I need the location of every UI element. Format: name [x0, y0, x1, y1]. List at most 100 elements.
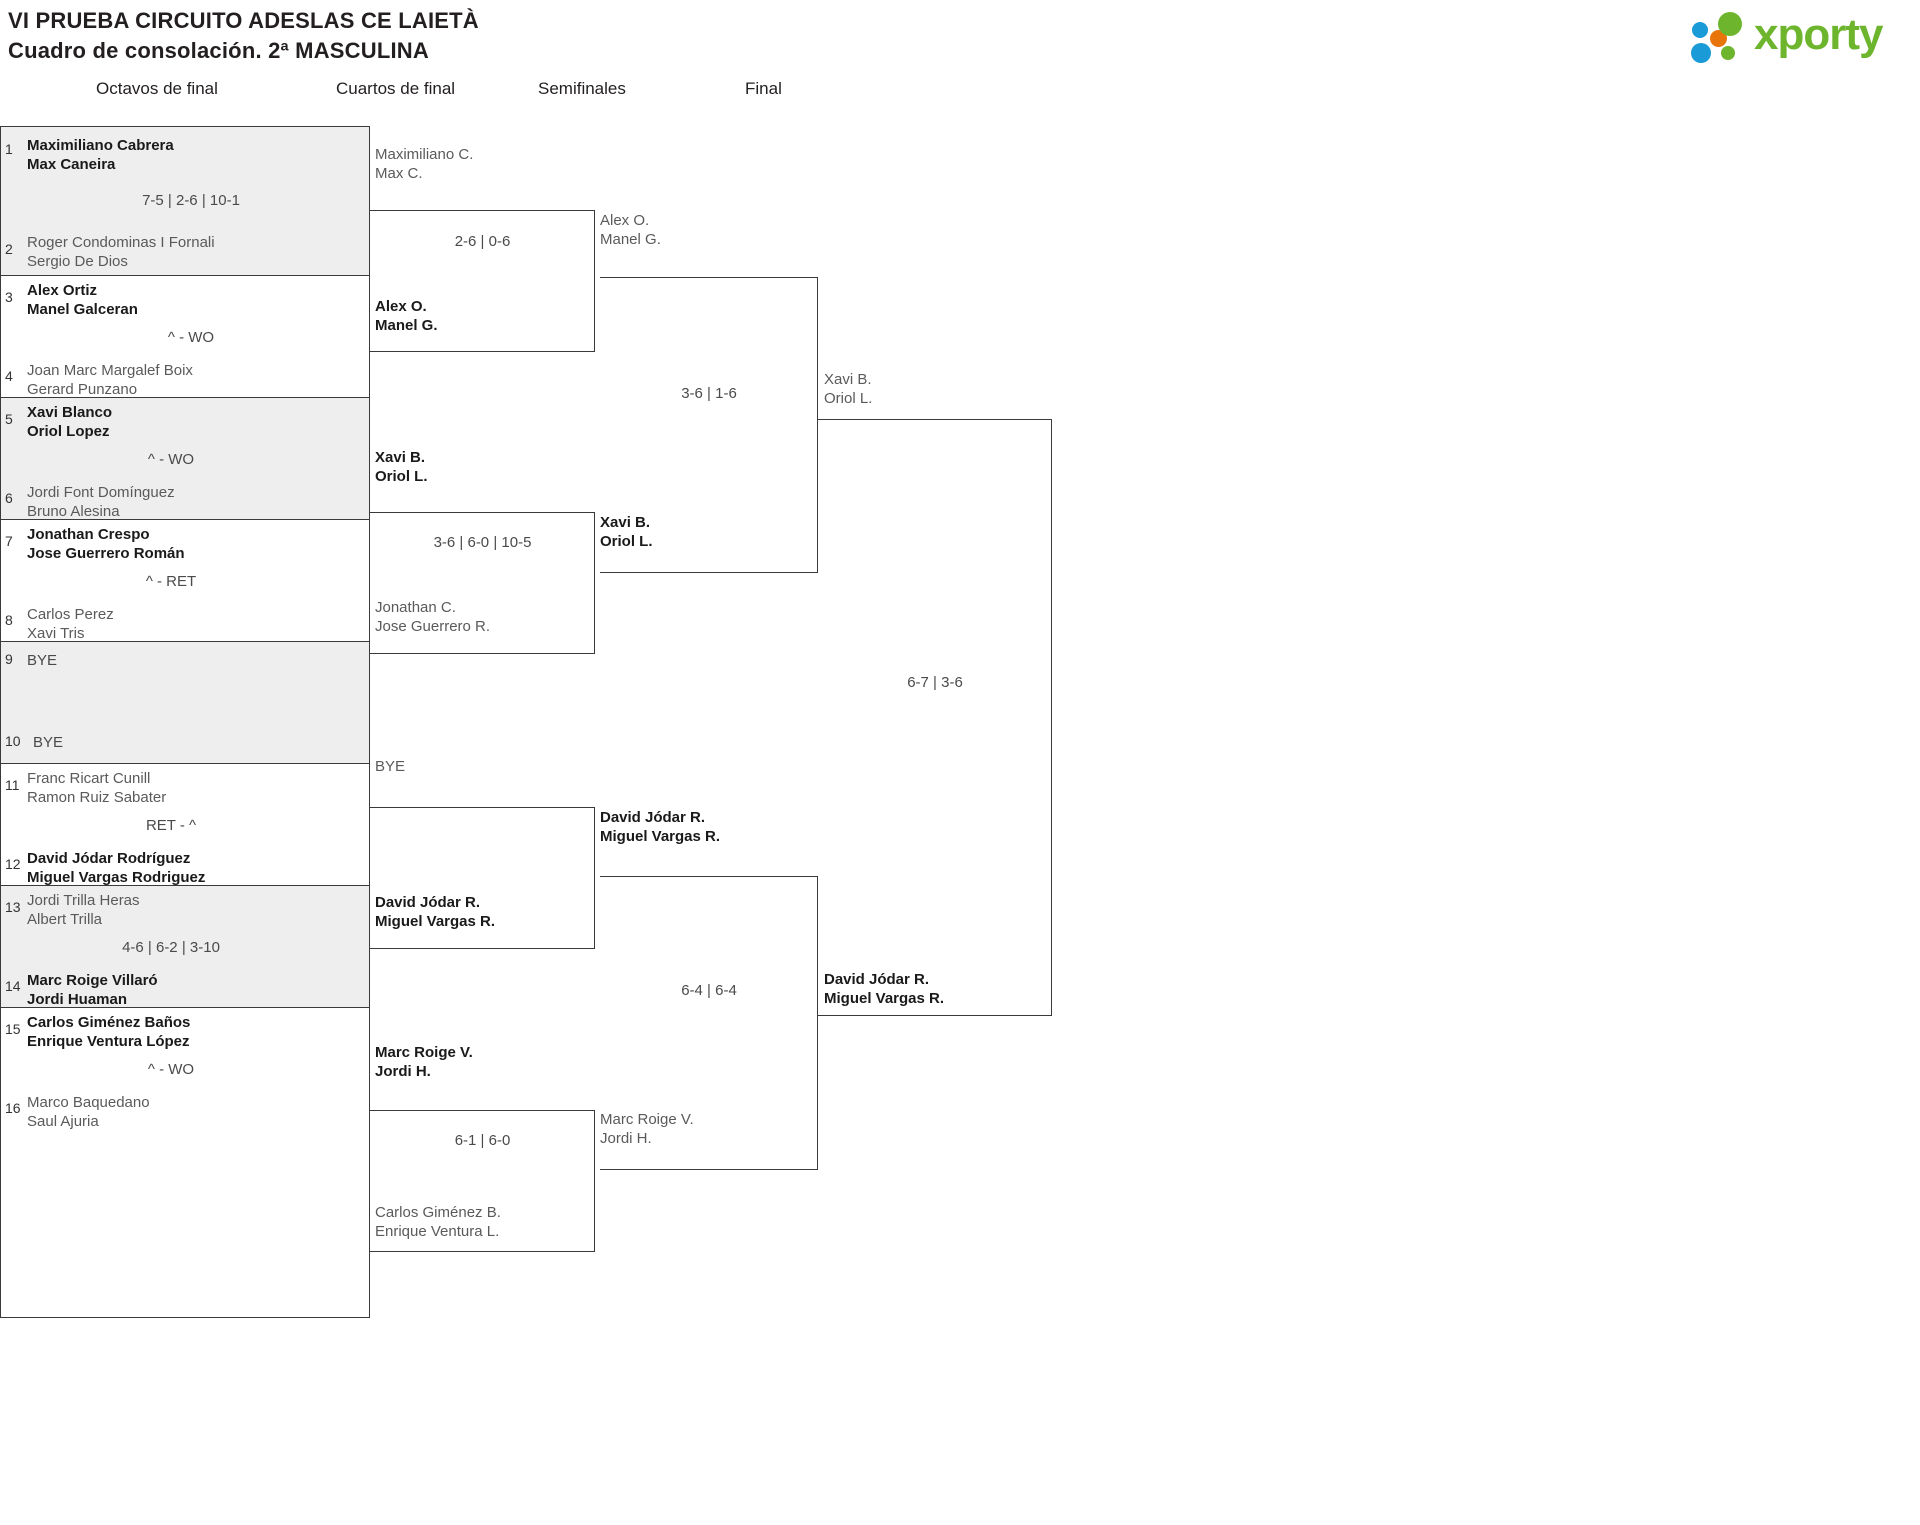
r16-team: Jordi Font Domínguez Bruno Alesina [27, 483, 363, 521]
qf-score-4: 6-1 | 6-0 [454, 1132, 511, 1149]
round-of-16-grid: 1 Maximiliano Cabrera Max Caneira 7-5 | … [0, 126, 370, 1318]
player-name: Carlos Giménez B. [375, 1204, 501, 1221]
sf-bracket-box-1 [600, 277, 818, 573]
player-name: Miguel Vargas R. [824, 990, 945, 1007]
player-name: Joan Marc Margalef Boix [27, 362, 193, 379]
logo-dot-orange [1710, 30, 1727, 47]
seed-number: 14 [5, 978, 21, 994]
seed-number: 5 [5, 411, 13, 427]
player-name: Xavi Tris [27, 625, 85, 642]
round-header-final: Final [745, 79, 782, 98]
player-name: Bruno Alesina [27, 503, 120, 520]
seed-number: 10 [5, 733, 21, 749]
bye-label: BYE [27, 652, 58, 669]
player-name: Marco Baquedano [27, 1094, 150, 1111]
seed-number: 6 [5, 490, 13, 506]
player-name: Xavi B. [824, 371, 872, 388]
qf-score-2: 3-6 | 6-0 | 10-5 [433, 534, 532, 551]
player-name: Manel G. [375, 317, 438, 334]
match-score: RET - ^ [145, 817, 197, 834]
seed-number: 11 [5, 777, 20, 793]
player-name: Manel G. [600, 231, 661, 248]
player-name: David Jódar R. [600, 809, 706, 826]
seed-number: 16 [5, 1100, 21, 1116]
player-name: Alex Ortiz [27, 282, 98, 299]
xporty-logo: xporty [1690, 8, 1910, 66]
qf-team-3: Xavi B. Oriol L. [375, 448, 428, 486]
player-name: Marc Roige Villaró [27, 972, 158, 989]
sf-bracket-box-2 [600, 876, 818, 1170]
qf-team-8: Carlos Giménez B. Enrique Ventura L. [375, 1203, 501, 1241]
player-name: Miguel Vargas R. [600, 828, 721, 845]
player-name: Xavi B. [600, 514, 651, 531]
logo-dot-green-large [1718, 12, 1742, 36]
r16-match-8[interactable]: 15 Carlos Giménez Baños Enrique Ventura … [1, 1007, 369, 1130]
r16-team: Xavi Blanco Oriol Lopez [27, 403, 363, 441]
r16-team: David Jódar Rodríguez Miguel Vargas Rodr… [27, 849, 363, 887]
r16-match-5[interactable]: 9 BYE 10 BYE [1, 641, 369, 763]
seed-number: 1 [5, 141, 13, 157]
qf-team-7: Marc Roige V. Jordi H. [375, 1043, 473, 1081]
sf-score-1: 3-6 | 1-6 [681, 385, 737, 402]
final-score: 6-7 | 3-6 [907, 674, 963, 691]
player-name: Jordi Trilla Heras [27, 892, 140, 909]
player-name: Oriol L. [375, 468, 428, 485]
qf-team-6: David Jódar R. Miguel Vargas R. [375, 893, 495, 931]
r16-match-2[interactable]: 3 Alex Ortiz Manel Galceran ^ - WO 4 Joa… [1, 275, 369, 398]
r16-match-4[interactable]: 7 Jonathan Crespo Jose Guerrero Román ^ … [1, 519, 369, 643]
qf-bracket-box-1 [370, 210, 595, 352]
qf-bracket-box-3 [370, 807, 595, 949]
qf-bracket-box-2 [370, 512, 595, 654]
r16-team: Carlos Perez Xavi Tris [27, 605, 363, 643]
qf-team-5: BYE [375, 757, 405, 776]
player-name: Jose Guerrero Román [27, 545, 185, 562]
player-name: Ramon Ruiz Sabater [27, 789, 167, 806]
r16-team: Jonathan Crespo Jose Guerrero Román [27, 525, 363, 563]
logo-dot-blue-large [1691, 43, 1711, 63]
player-name: Oriol Lopez [27, 423, 110, 440]
qf-team-4: Jonathan C. Jose Guerrero R. [375, 598, 490, 636]
r16-team: Marc Roige Villaró Jordi Huaman [27, 971, 363, 1009]
player-name: Jose Guerrero R. [375, 618, 491, 635]
logo-dot-blue-small [1692, 22, 1708, 38]
qf-bracket-box-4 [370, 1110, 595, 1252]
seed-number: 15 [5, 1021, 21, 1037]
r16-match-6[interactable]: 11 Franc Ricart Cunill Ramon Ruiz Sabate… [1, 763, 369, 887]
bye-label: BYE [33, 734, 64, 751]
player-name: Maximiliano C. [375, 146, 474, 163]
match-score: ^ - WO [147, 1061, 195, 1078]
sf-team-2: Xavi B. Oriol L. [600, 513, 653, 551]
player-name: Alex O. [375, 298, 427, 315]
player-name: Xavi B. [375, 449, 426, 466]
r16-team: Franc Ricart Cunill Ramon Ruiz Sabater [27, 769, 363, 807]
title-line-1: VI PRUEBA CIRCUITO ADESLAS CE LAIETÀ [8, 8, 479, 33]
r16-team: Carlos Giménez Baños Enrique Ventura Lóp… [27, 1013, 363, 1051]
sf-team-3: David Jódar R. Miguel Vargas R. [600, 808, 720, 846]
match-score: 4-6 | 6-2 | 3-10 [122, 939, 220, 956]
seed-number: 7 [5, 533, 13, 549]
player-name: David Jódar R. [375, 894, 481, 911]
r16-match-3[interactable]: 5 Xavi Blanco Oriol Lopez ^ - WO 6 Jordi… [1, 397, 369, 521]
player-name: Xavi Blanco [27, 404, 113, 421]
player-name: Marc Roige V. [375, 1044, 473, 1061]
r16-match-7[interactable]: 13 Jordi Trilla Heras Albert Trilla 4-6 … [1, 885, 369, 1009]
round-header-cuartos: Cuartos de final [336, 79, 456, 98]
player-name: Jonathan C. [375, 599, 456, 616]
seed-number: 9 [5, 651, 13, 667]
player-name: David Jódar R. [824, 971, 930, 988]
player-name: David Jódar Rodríguez [27, 850, 191, 867]
player-name: Marc Roige V. [600, 1111, 694, 1128]
bye-label: BYE [375, 758, 406, 775]
player-name: Enrique Ventura López [27, 1033, 190, 1050]
player-name: Maximiliano Cabrera [27, 137, 174, 154]
logo-wordmark: xporty [1754, 10, 1883, 59]
player-name: Roger Condominas I Fornali [27, 234, 215, 251]
r16-team: Maximiliano Cabrera Max Caneira [27, 136, 363, 174]
player-name: Saul Ajuria [27, 1113, 99, 1130]
sf-team-1: Alex O. Manel G. [600, 211, 661, 249]
r16-match-1[interactable]: 1 Maximiliano Cabrera Max Caneira 7-5 | … [1, 127, 369, 275]
player-name: Miguel Vargas R. [375, 913, 496, 930]
title-line-2: Cuadro de consolación. 2ª MASCULINA [8, 38, 429, 63]
final-team-1: Xavi B. Oriol L. [824, 370, 872, 408]
match-score: ^ - WO [147, 451, 195, 468]
